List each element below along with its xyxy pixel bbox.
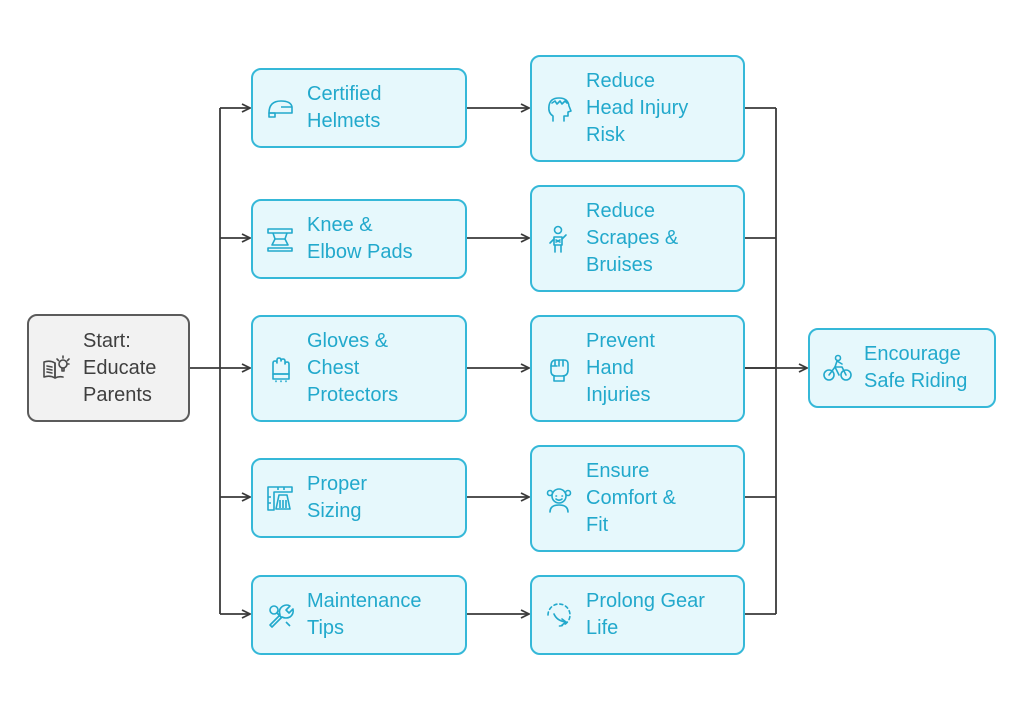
- gear-label-proper-sizing: Proper Sizing: [307, 473, 368, 522]
- gear-node-proper-sizing: Proper Sizing: [251, 458, 467, 538]
- gear-label-gloves-chest-protectors: Gloves & Chest Protectors: [307, 330, 399, 406]
- outcome-label-prolong-gear-life: Prolong Gear Life: [586, 590, 705, 639]
- outcome-label-prevent-hand-injuries: Prevent Hand Injuries: [586, 330, 655, 406]
- gear-node-gloves-chest-protectors: Gloves & Chest Protectors: [251, 315, 467, 422]
- start-node: Start: Educate Parents: [27, 314, 190, 422]
- wrench-icon: [265, 600, 295, 630]
- gear-node-certified-helmets: Certified Helmets: [251, 68, 467, 148]
- gear-node-maintenance-tips: Maintenance Tips: [251, 575, 467, 655]
- ruler-sizing-icon: [265, 483, 295, 513]
- glove-icon: [265, 354, 295, 384]
- child-bandage-icon: [544, 224, 574, 254]
- outcome-node-reduce-scrapes-bruises: Reduce Scrapes & Bruises: [530, 185, 745, 292]
- fist-icon: [544, 354, 574, 384]
- happy-child-icon: [544, 484, 574, 514]
- gear-node-knee-elbow-pads: Knee & Elbow Pads: [251, 199, 467, 279]
- outcome-node-prolong-gear-life: Prolong Gear Life: [530, 575, 745, 655]
- outcome-node-reduce-head-injury: Reduce Head Injury Risk: [530, 55, 745, 162]
- helmet-icon: [265, 93, 295, 123]
- gear-label-certified-helmets: Certified Helmets: [307, 83, 382, 132]
- outcome-label-reduce-scrapes-bruises: Reduce Scrapes & Bruises: [586, 200, 679, 276]
- head-icon: [544, 94, 574, 124]
- cycle-arrow-icon: [544, 600, 574, 630]
- goal-label: Encourage Safe Riding: [864, 343, 968, 392]
- bike-rider-icon: [822, 353, 852, 383]
- outcome-node-ensure-comfort-fit: Ensure Comfort & Fit: [530, 445, 745, 552]
- book-lightbulb-icon: [41, 353, 71, 383]
- goal-node: Encourage Safe Riding: [808, 328, 996, 408]
- outcome-label-ensure-comfort-fit: Ensure Comfort & Fit: [586, 460, 677, 536]
- gear-label-knee-elbow-pads: Knee & Elbow Pads: [307, 214, 413, 263]
- knee-pad-icon: [265, 224, 295, 254]
- start-label: Start: Educate Parents: [83, 329, 157, 406]
- outcome-node-prevent-hand-injuries: Prevent Hand Injuries: [530, 315, 745, 422]
- outcome-label-reduce-head-injury: Reduce Head Injury Risk: [586, 70, 689, 146]
- gear-label-maintenance-tips: Maintenance Tips: [307, 590, 422, 639]
